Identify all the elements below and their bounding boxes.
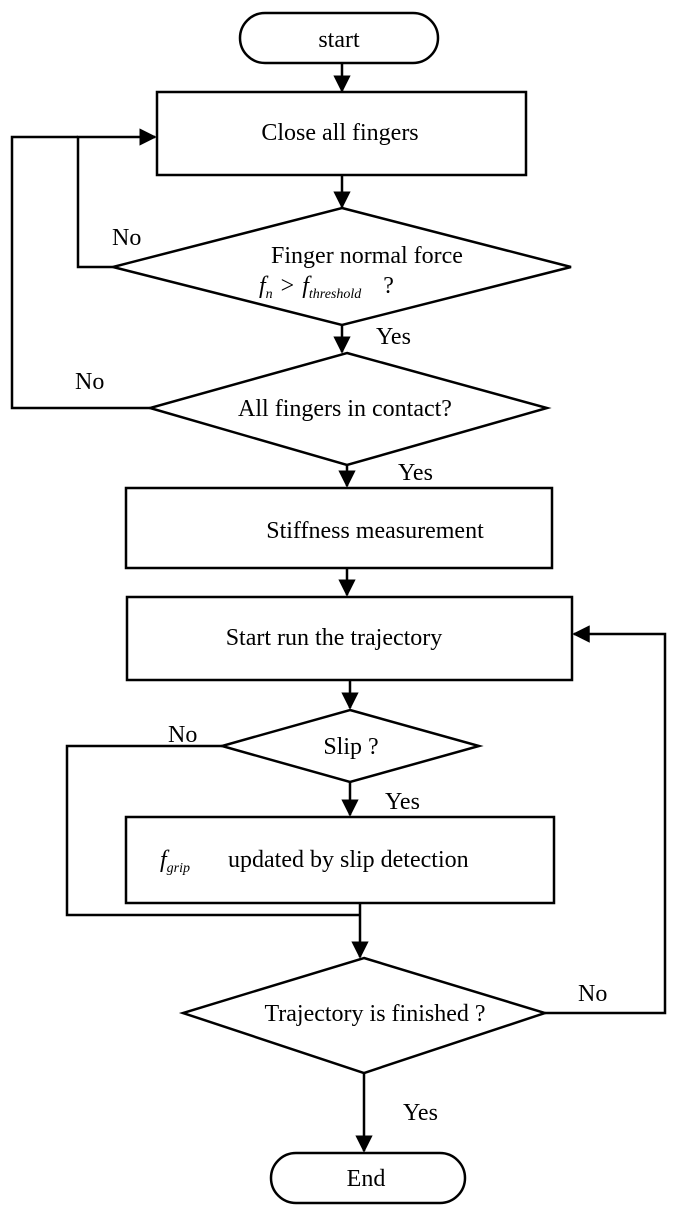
edge-slip-no-bypass: [65, 744, 360, 917]
slip-yes-label: Yes: [385, 789, 420, 815]
trajectory-start-label: Start run the trajectory: [226, 625, 443, 651]
finished-check-label: Trajectory is finished ?: [264, 1001, 485, 1027]
end-label: End: [347, 1166, 386, 1192]
finished-yes-label: Yes: [403, 1100, 438, 1126]
close-fingers-box: [155, 90, 528, 177]
slip-no-label: No: [168, 722, 197, 748]
finished-no-label: No: [578, 981, 607, 1007]
contact-check-label: All fingers in contact?: [238, 396, 452, 422]
force-check-label: Finger normal force: [271, 243, 463, 269]
stiffness-label: Stiffness measurement: [266, 518, 484, 544]
contact-yes-label: Yes: [398, 460, 433, 486]
contact-no-label: No: [75, 369, 104, 395]
finished-check-diamond: [178, 956, 550, 1075]
stiffness-box: [124, 486, 554, 570]
close-fingers-label: Close all fingers: [261, 120, 418, 146]
contact-check-diamond: [145, 351, 552, 467]
end-terminal: [269, 1151, 467, 1205]
edge-force-no-loop: [76, 128, 157, 269]
slip-check-diamond: [217, 708, 484, 784]
force-yes-label: Yes: [376, 324, 411, 350]
grip-update-symbol: fgrip: [160, 847, 190, 876]
grip-update-label: updated by slip detection: [228, 847, 469, 873]
grip-update-box: [124, 815, 556, 905]
force-no-label: No: [112, 225, 141, 251]
start-label: start: [318, 27, 360, 53]
force-check-formula: fn>fthreshold?: [259, 273, 394, 302]
force-check-diamond: [112, 206, 572, 327]
edge-finished-no-loop: [545, 625, 667, 1015]
edge-contact-no-loop: [10, 135, 150, 410]
slip-check-label: Slip ?: [323, 734, 378, 760]
trajectory-start-box: [125, 595, 574, 682]
start-terminal: [238, 11, 440, 65]
